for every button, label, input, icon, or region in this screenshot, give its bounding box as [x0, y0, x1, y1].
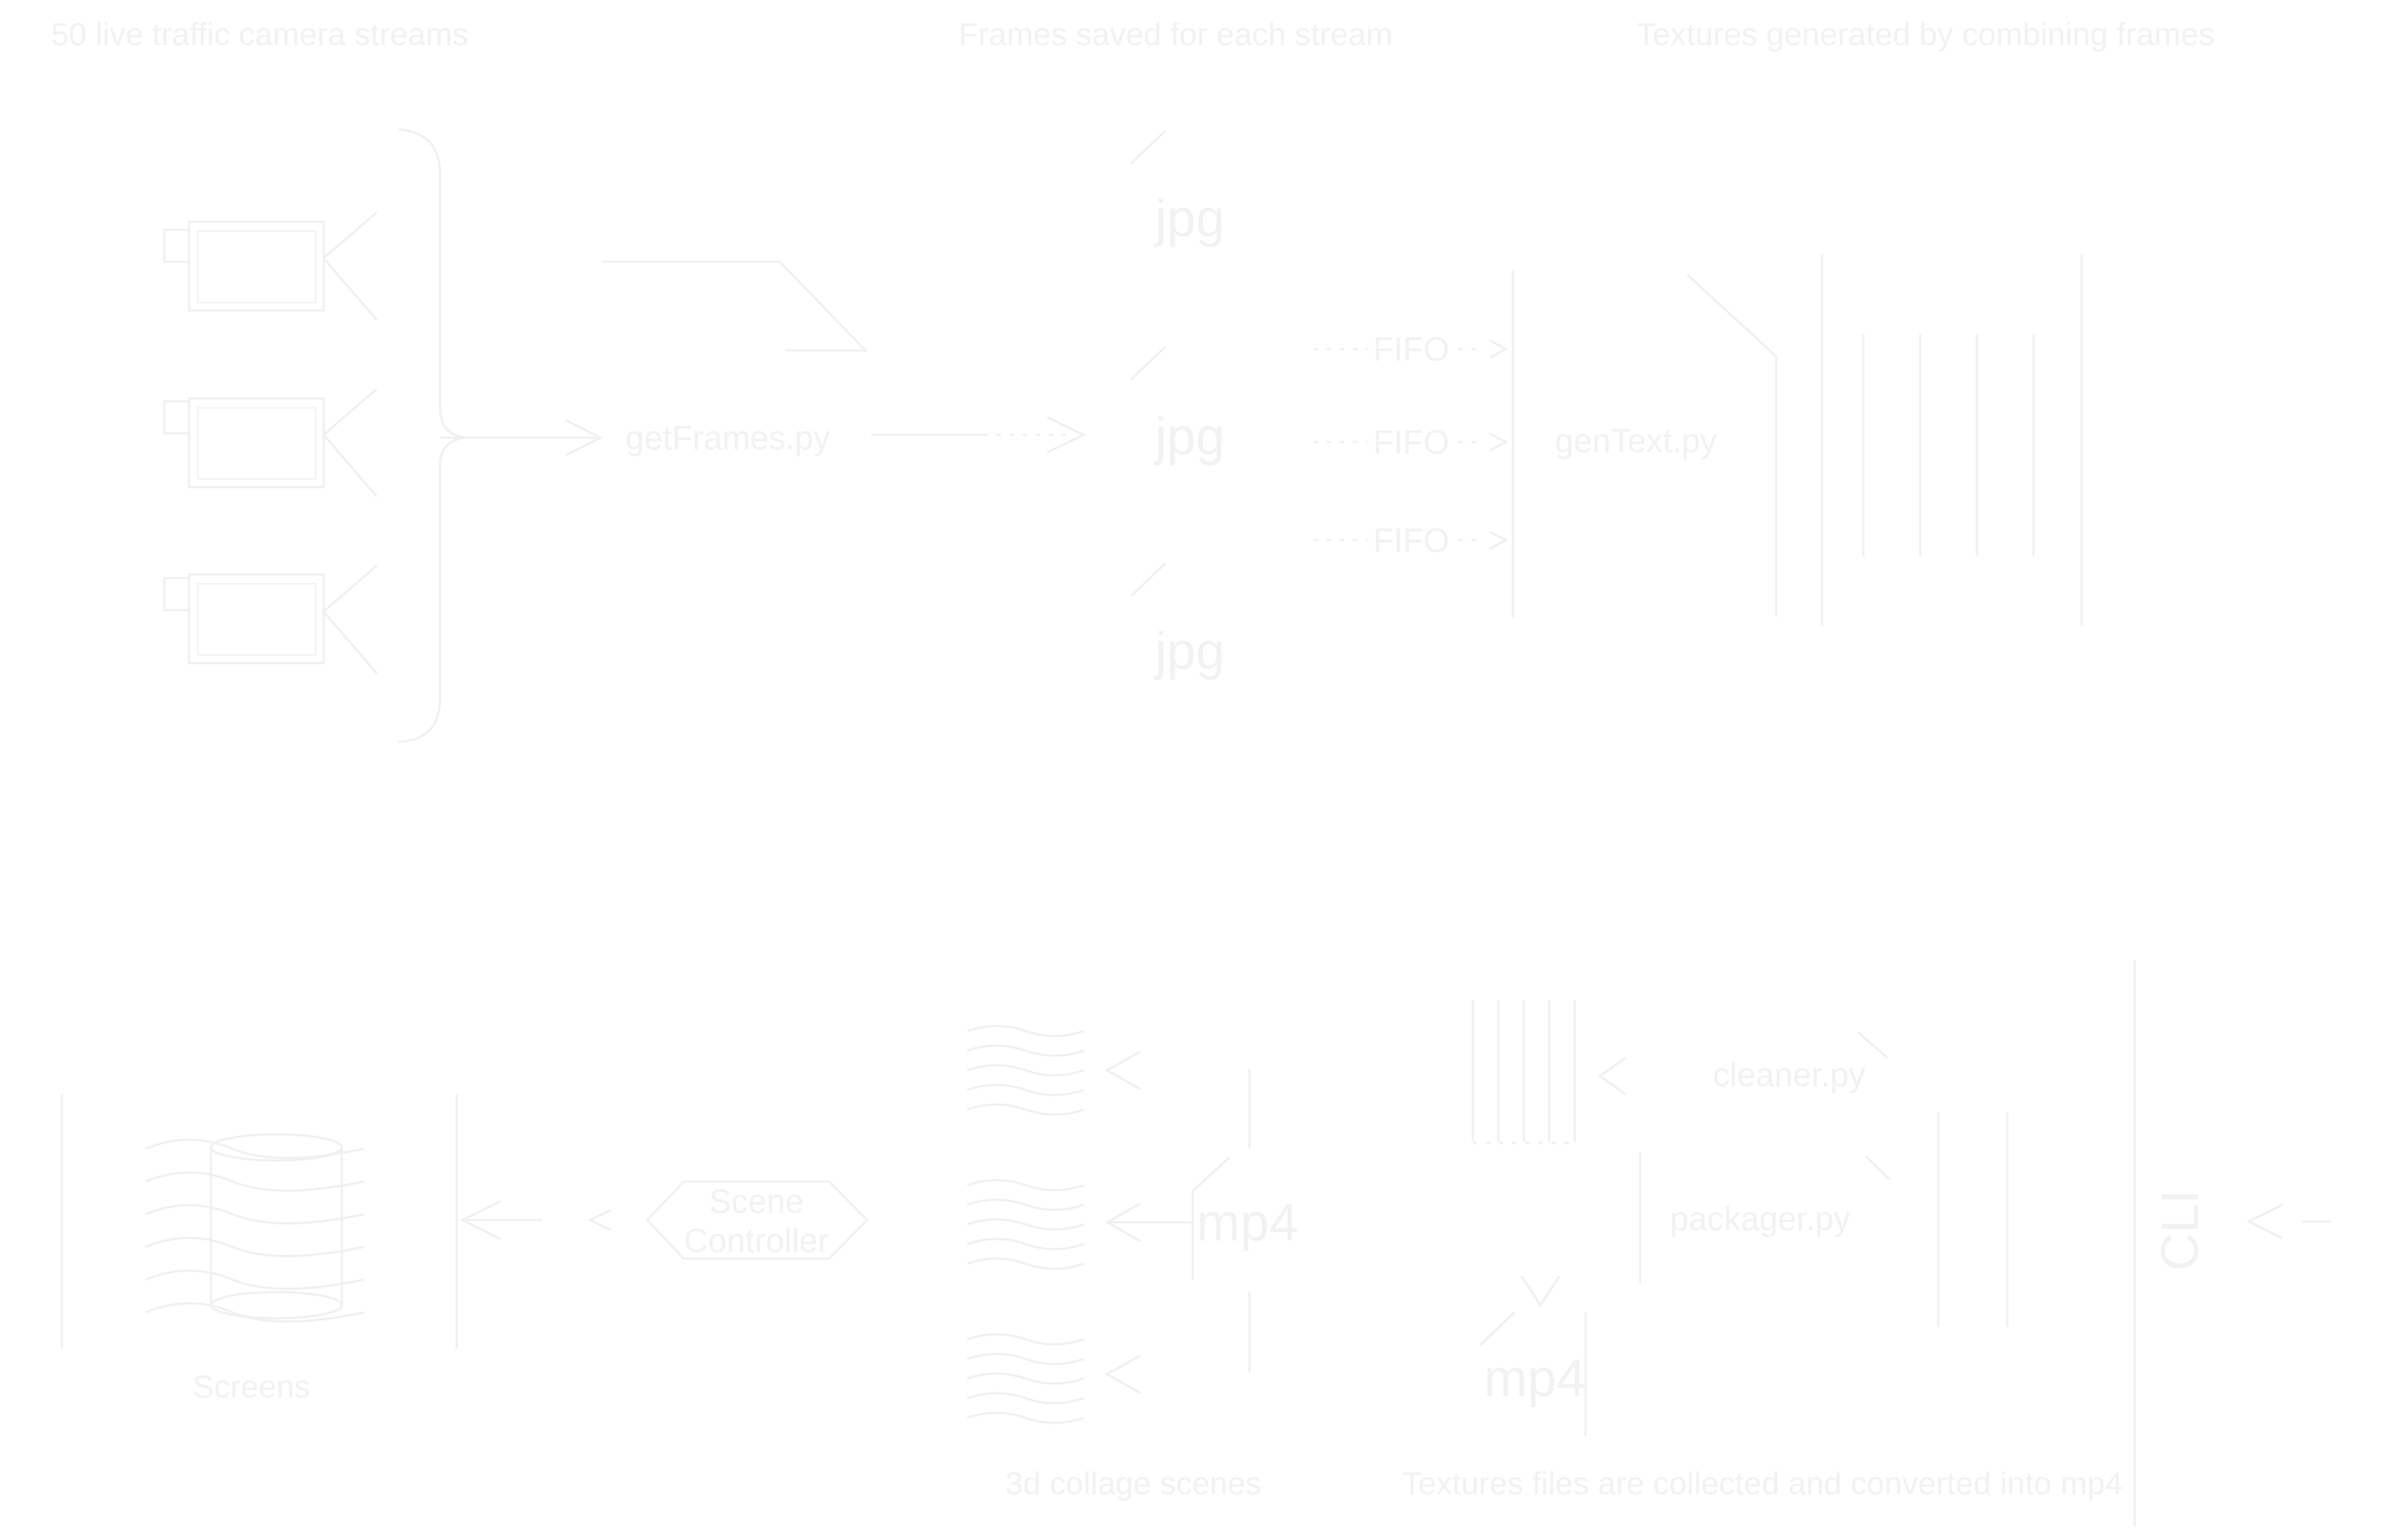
scene-controller-line1: Scene — [709, 1182, 804, 1220]
streams-arrowhead — [565, 419, 604, 457]
caption-textures: Textures generated by combining frames — [1636, 17, 2215, 52]
frames-doc-shape — [602, 260, 868, 352]
camera-icon — [163, 211, 378, 321]
mp4-file-collected: mp4 — [1484, 1349, 1586, 1408]
camera-icon — [163, 388, 378, 497]
cli-label: CLI — [2151, 1190, 2210, 1271]
mp4-fold — [1479, 1311, 1516, 1347]
packager-down-arrowhead — [1520, 1275, 1561, 1307]
jpg-fold — [1130, 562, 1167, 598]
jpg-fold — [1130, 345, 1167, 381]
jpg-file-2: jpg — [1154, 408, 1225, 466]
collage-scene-icon — [967, 1179, 1084, 1270]
caption-collected: Textures files are collected and convert… — [1402, 1466, 2123, 1501]
caption-frames: Frames saved for each stream — [959, 17, 1393, 52]
script-cleaner: cleaner.py — [1713, 1056, 1866, 1094]
collage-scene-icon — [967, 1333, 1084, 1424]
fifo-arrowhead — [1489, 432, 1508, 452]
scene-controller-shape — [645, 1180, 869, 1260]
cleaner-fold — [1858, 1031, 1888, 1059]
collage-arrowhead — [1104, 1354, 1141, 1395]
cli-arrowhead — [2246, 1203, 2283, 1240]
fifo-arrowhead — [1489, 530, 1508, 550]
streams-brace — [398, 128, 466, 743]
texture-stack — [1686, 254, 2083, 625]
frames-arrowhead — [1047, 416, 1087, 454]
mp4-file-scenes: mp4 — [1196, 1194, 1298, 1252]
caption-streams: 50 live traffic camera streams — [51, 17, 468, 52]
jpg-fold — [1130, 129, 1167, 165]
camera-icon — [163, 564, 378, 674]
fifo-label-1: FIFO — [1373, 330, 1450, 368]
controller-small-arrowhead — [588, 1208, 612, 1232]
caption-screens: Screens — [193, 1369, 310, 1405]
mp4-fold — [1191, 1156, 1231, 1192]
packager-fold — [1864, 1155, 1891, 1181]
caption-collage: 3d collage scenes — [1005, 1466, 1261, 1501]
script-get-frames: getFrames.py — [626, 419, 830, 457]
texture-files-icon — [1471, 1000, 1576, 1144]
controller-arrowhead — [460, 1200, 501, 1240]
collage-arrowhead — [1104, 1050, 1141, 1091]
fifo-arrowhead — [1489, 339, 1508, 359]
screens-icon — [145, 1133, 364, 1323]
cleaner-arrowhead — [1598, 1056, 1626, 1096]
fifo-label-2: FIFO — [1373, 423, 1450, 461]
jpg-file-1: jpg — [1154, 190, 1225, 248]
script-gen-text: genText.py — [1555, 422, 1716, 460]
scene-controller-line2: Controller — [684, 1222, 828, 1259]
collage-scene-icon — [967, 1024, 1084, 1116]
jpg-file-3: jpg — [1154, 622, 1225, 681]
collage-arrowhead — [1104, 1202, 1141, 1243]
script-packager: packager.py — [1670, 1200, 1850, 1238]
fifo-label-3: FIFO — [1373, 521, 1450, 559]
